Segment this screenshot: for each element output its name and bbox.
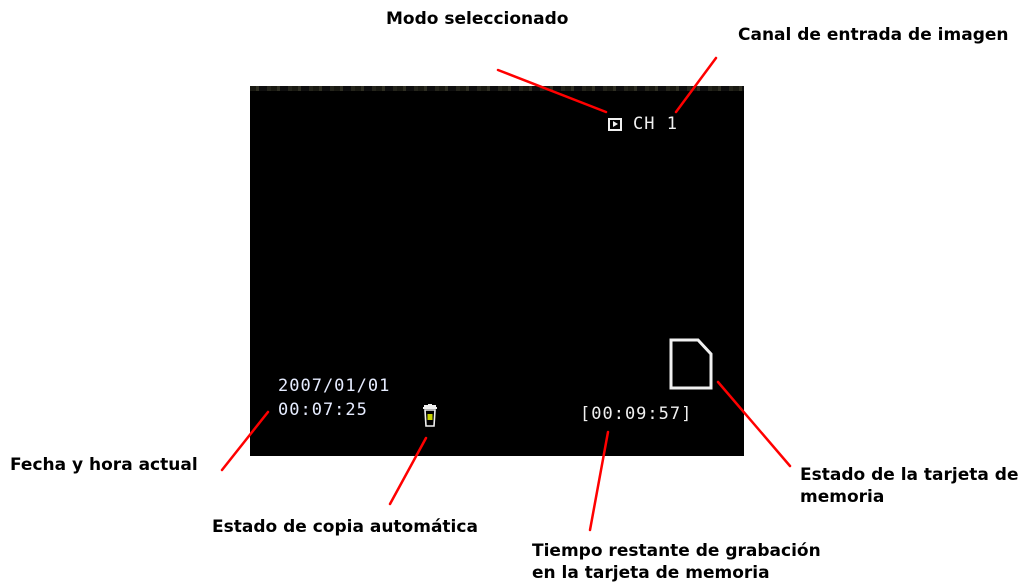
screen-noise-strip xyxy=(250,86,744,91)
remaining-time-display: [00:09:57] xyxy=(580,404,693,424)
label-modo-seleccionado: Modo seleccionado xyxy=(386,9,569,29)
label-fecha-hora: Fecha y hora actual xyxy=(10,455,198,475)
label-canal-entrada: Canal de entrada de imagen xyxy=(738,25,1009,45)
time-display: 00:07:25 xyxy=(278,400,368,420)
play-icon xyxy=(608,118,622,131)
label-estado-tarjeta-1: Estado de la tarjeta de xyxy=(800,465,1019,485)
label-estado-tarjeta-2: memoria xyxy=(800,487,885,507)
sd-card-icon xyxy=(669,338,713,390)
device-screen: CH 1 2007/01/01 00:07:25 [00:09:57] xyxy=(250,86,744,456)
trash-icon xyxy=(423,404,437,427)
label-tiempo-restante-2: en la tarjeta de memoria xyxy=(532,563,770,583)
label-tiempo-restante-1: Tiempo restante de grabación xyxy=(532,541,821,561)
channel-indicator: CH 1 xyxy=(633,114,678,134)
date-display: 2007/01/01 xyxy=(278,376,391,396)
label-copia-automatica: Estado de copia automática xyxy=(212,517,478,537)
